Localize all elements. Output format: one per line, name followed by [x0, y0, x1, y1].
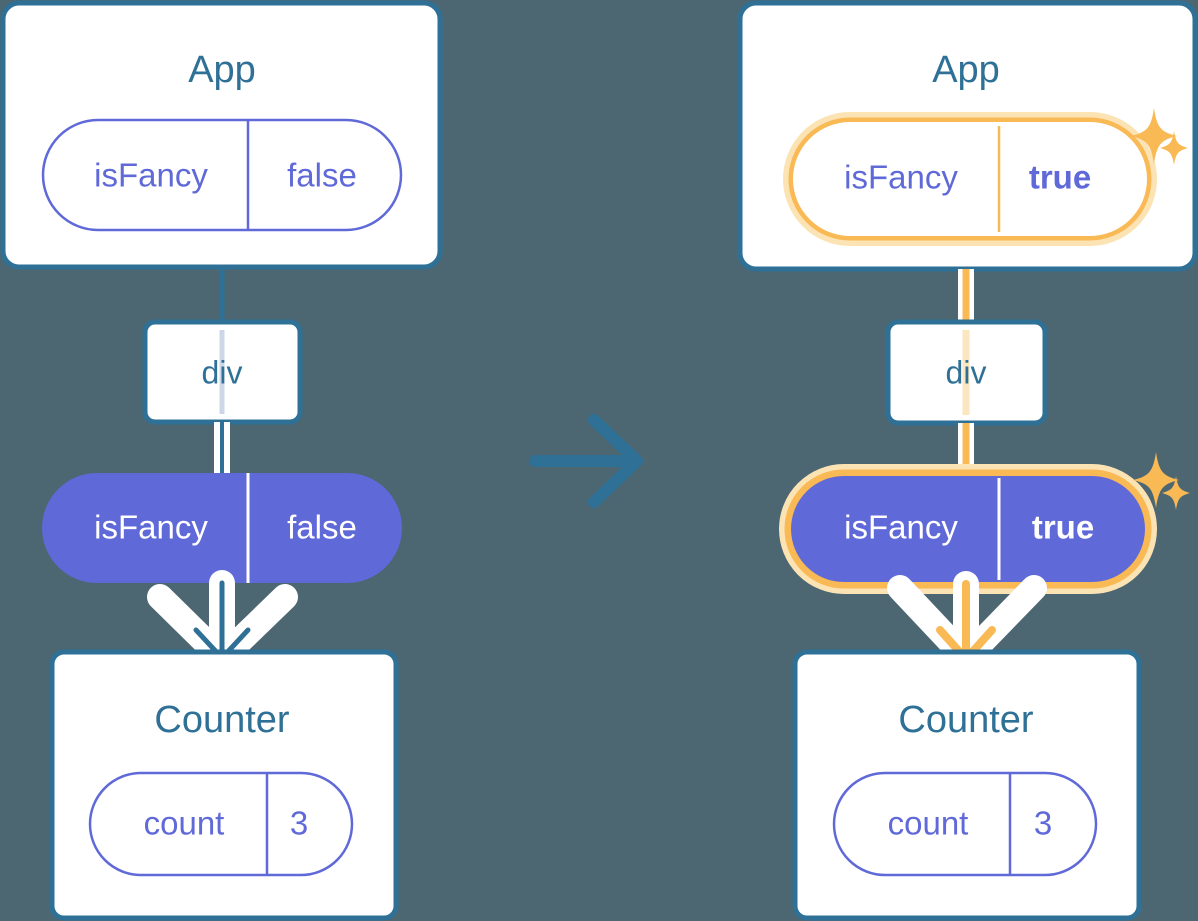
counter-title-before: Counter — [154, 699, 290, 741]
counter-state-pill-value-before: 3 — [290, 805, 308, 842]
app-title-after: App — [932, 49, 1000, 91]
app-box-before: App isFancy false — [0, 0, 443, 270]
sparkle-large-icon — [1131, 108, 1177, 164]
arrow-prop-to-counter-after — [887, 571, 1047, 671]
app-state-pill-value-after: true — [1029, 159, 1091, 196]
app-state-pill-name-after: isFancy — [844, 159, 958, 196]
div-box-after: div — [885, 319, 1048, 426]
app-box-after: App isFancy true — [737, 0, 1198, 272]
counter-box-before: Counter count 3 — [49, 649, 399, 921]
div-box-label-after: div — [946, 354, 987, 390]
sparkle-small-icon — [1160, 131, 1188, 165]
sparkle-small-icon — [1162, 476, 1190, 510]
prop-pill-shape-before — [42, 473, 402, 583]
panel-before: App isFancy false div isFancy false — [0, 0, 443, 921]
app-state-pill-value-before: false — [287, 157, 357, 194]
counter-state-pill-before: count 3 — [88, 771, 354, 877]
counter-state-pill-name-before: count — [144, 805, 225, 842]
counter-state-pill-shape-after — [832, 771, 1098, 877]
app-state-pill-after: isFancy true — [783, 112, 1157, 246]
counter-state-pill-after: count 3 — [832, 771, 1098, 877]
counter-box-border-after — [792, 649, 1142, 921]
counter-state-pill-name-after: count — [888, 805, 969, 842]
div-box-before: div — [142, 319, 303, 425]
app-state-pill-before: isFancy false — [41, 118, 403, 232]
right-arrow-path — [529, 414, 643, 508]
counter-title-after: Counter — [898, 699, 1034, 741]
counter-state-pill-value-after: 3 — [1034, 805, 1052, 842]
app-state-pill-shape-before — [41, 118, 403, 232]
counter-state-pill-shape-before — [88, 771, 354, 877]
prop-pill-before: isFancy false — [42, 473, 402, 583]
app-box-border-before — [0, 0, 443, 270]
arrow-prop-to-counter-before — [147, 570, 298, 671]
right-arrow-icon — [529, 414, 643, 508]
counter-box-border-before — [49, 649, 399, 921]
panel-after: App isFancy true div — [737, 0, 1198, 921]
div-box-label-before: div — [202, 354, 243, 390]
prop-pill-value-after: true — [1032, 509, 1094, 546]
app-state-pill-shape-after — [793, 122, 1147, 236]
prop-pill-shape-after — [791, 476, 1145, 582]
sparkle-large-icon — [1133, 452, 1179, 508]
prop-pill-value-before: false — [287, 509, 357, 546]
sparkle-small-shape-app — [1160, 131, 1188, 165]
app-title-before: App — [188, 49, 256, 91]
counter-box-after: Counter count 3 — [792, 649, 1142, 921]
sparkle-large-shape-app — [1131, 108, 1177, 164]
app-state-pill-name-before: isFancy — [94, 157, 208, 194]
prop-pill-name-after: isFancy — [844, 509, 958, 546]
prop-pill-name-before: isFancy — [94, 509, 208, 546]
sparkle-large-shape-prop — [1133, 452, 1179, 508]
sparkle-small-shape-prop — [1162, 476, 1190, 510]
prop-pill-after: isFancy true — [779, 464, 1157, 594]
